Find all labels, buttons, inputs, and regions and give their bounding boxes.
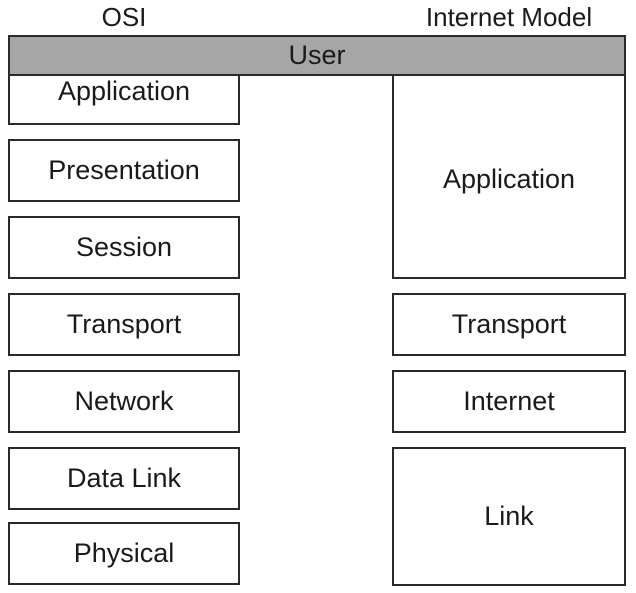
internet-layer-transport: Transport [392,293,626,356]
osi-layer-label: Network [74,386,174,416]
user-bar: User [8,35,626,76]
osi-layer-presentation: Presentation [8,139,240,202]
osi-layer-transport: Transport [8,293,240,356]
internet-layer-label: Application [442,164,576,194]
osi-layer-session: Session [8,216,240,279]
internet-layer-link: Link [392,447,626,586]
internet-layer-label: Transport [451,309,567,339]
osi-layer-label: Transport [66,309,182,339]
osi-layer-label: Presentation [48,155,200,185]
osi-layer-label: Data Link [66,463,182,493]
osi-layer-label: Physical [73,538,175,568]
osi-column-title: OSI [101,2,147,32]
osi-layer-label: Session [75,232,173,262]
osi-layer-data-link: Data Link [8,447,240,510]
osi-layer-physical: Physical [8,522,240,585]
internet-layer-application: Application [392,62,626,279]
internet-layer-label: Internet [463,386,555,416]
internet-model-column-title: Internet Model [425,2,593,32]
internet-layer-internet: Internet [392,370,626,433]
osi-layer-label: Application [57,76,191,106]
osi-layer-network: Network [8,370,240,433]
internet-layer-label: Link [484,501,534,531]
